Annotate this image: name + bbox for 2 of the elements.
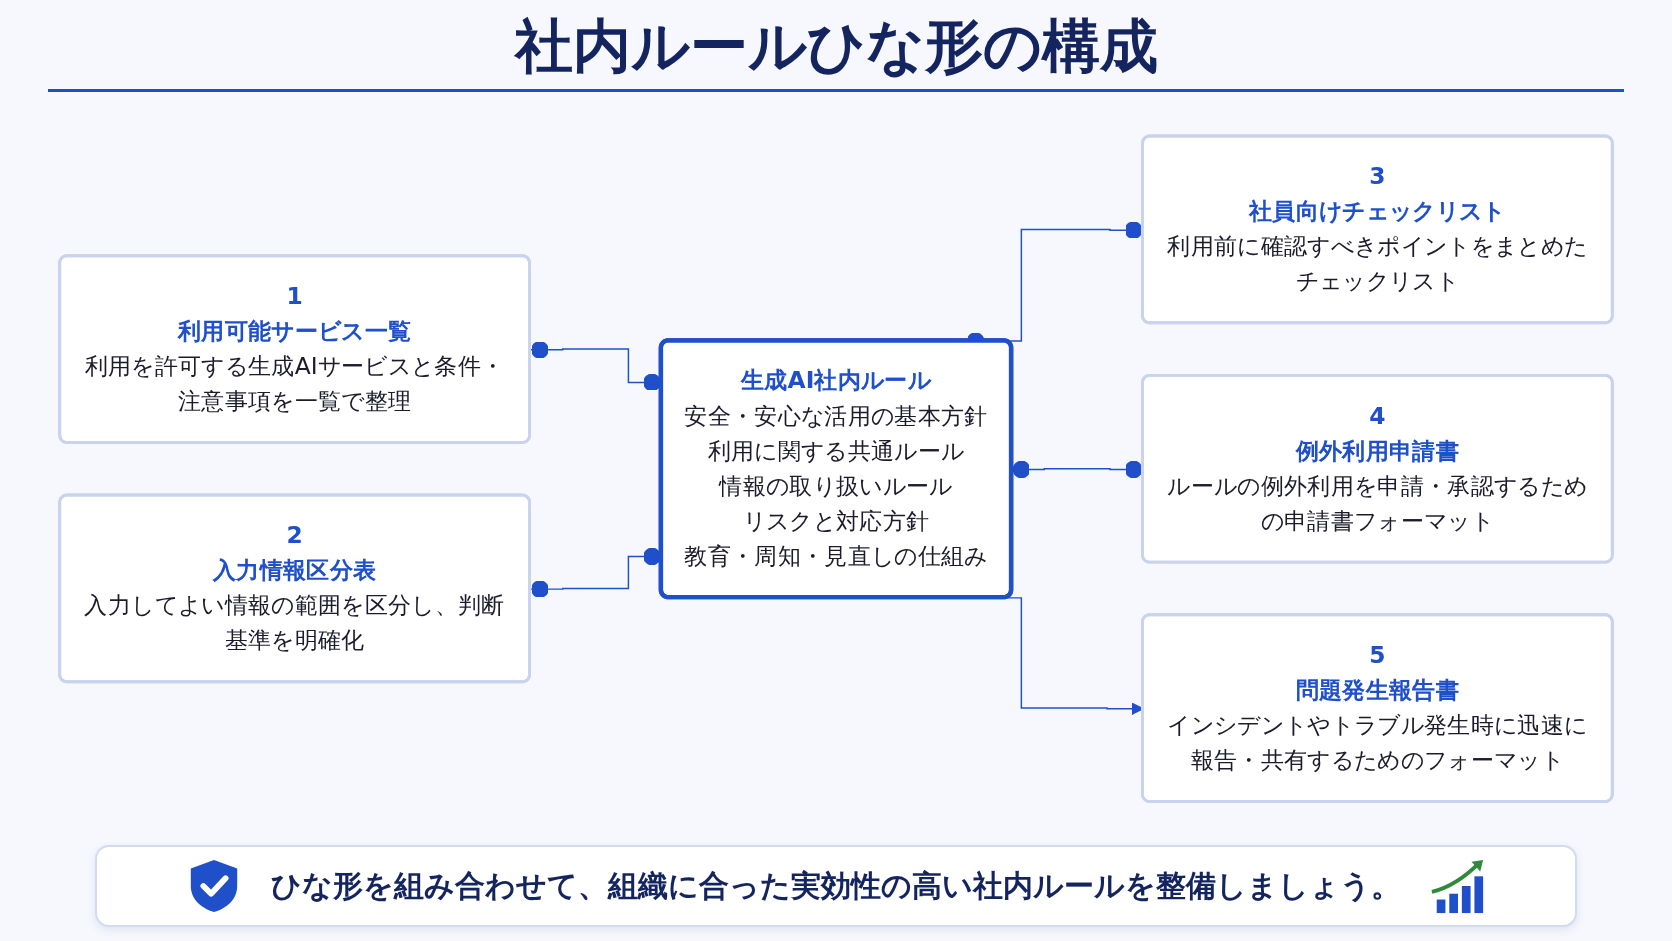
title: 社内ルールひな形の構成 — [514, 11, 1158, 82]
caption: ひな形を組み合わせて、組織に合った実効性の高い社内ルールを整備しましょう。 — [271, 866, 1401, 905]
